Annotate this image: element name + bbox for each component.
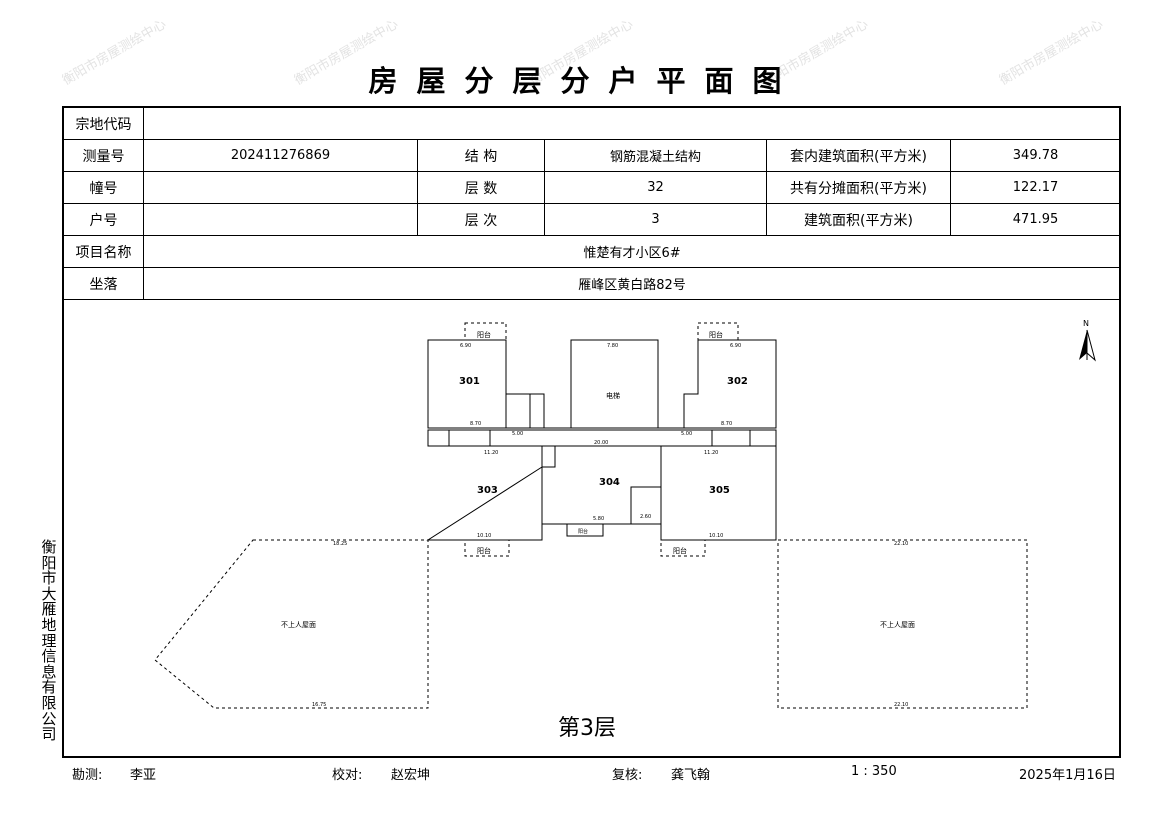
balcony-label: 阳台: [709, 330, 723, 339]
dim-label: 22.10: [894, 541, 908, 547]
company-vertical-text: 衡阳市大雁地理信息有限公司: [41, 538, 57, 744]
unit-304-label: 304: [599, 477, 620, 488]
dim-label: 7.80: [607, 343, 618, 349]
dim-label: 10.10: [477, 533, 491, 539]
dim-label: 22.10: [894, 702, 908, 708]
dim-label: 16.75: [312, 702, 326, 708]
unit-301-label: 301: [459, 376, 480, 387]
balcony-label: 阳台: [477, 546, 491, 555]
unit-302-label: 302: [727, 376, 748, 387]
date-text: 2025年1月16日: [1019, 768, 1116, 783]
location-label: 坐落: [63, 267, 144, 300]
reviewer-label: 复核:: [612, 768, 643, 783]
building-no-value: [143, 171, 418, 204]
dim-label: 8.70: [721, 421, 732, 427]
balcony-301: [464, 322, 507, 341]
survey-no-label: 测量号: [63, 139, 144, 172]
scale-text: 1 : 350: [851, 764, 897, 779]
unit-303-label: 303: [477, 485, 498, 496]
dim-label: 18.25: [333, 541, 347, 547]
dim-label: 8.70: [470, 421, 481, 427]
inner-area-value: 349.78: [949, 139, 1122, 172]
checker-name: 赵宏坤: [391, 768, 431, 783]
north-arrow-icon: [1079, 329, 1096, 362]
page-title: 房屋分层分户平面图: [368, 64, 801, 98]
dim-label: 6.90: [730, 343, 741, 349]
dim-label: 10.10: [709, 533, 723, 539]
dim-label: 5.00: [512, 431, 523, 437]
surveyor-label: 勘测:: [72, 768, 103, 783]
balcony-302: [697, 322, 739, 341]
balcony-304: [566, 523, 604, 537]
surveyor-name: 李亚: [130, 768, 157, 783]
terrace-right-label: 不上人屋面: [880, 620, 915, 629]
build-area-label: 建筑面积(平方米): [766, 203, 951, 236]
structure-label: 结 构: [417, 139, 545, 172]
balcony-label: 阳台: [477, 330, 491, 339]
project-label: 项目名称: [63, 235, 144, 268]
building-no-label: 幢号: [63, 171, 144, 204]
floors-value: 32: [544, 171, 767, 204]
unit-305-label: 305: [709, 485, 730, 496]
dim-label: 11.20: [484, 450, 498, 456]
terrace-left: [154, 539, 429, 709]
dim-label: 5.00: [681, 431, 692, 437]
balcony-label: 阳台: [578, 528, 588, 535]
shared-area-label: 共有分摊面积(平方米): [766, 171, 951, 204]
terrace-right: [777, 539, 1028, 709]
dim-label: 5.80: [593, 516, 604, 522]
unit-no-label: 户号: [63, 203, 144, 236]
location-value: 雁峰区黄白路82号: [142, 267, 1122, 300]
terrace-left-label: 不上人屋面: [281, 620, 316, 629]
build-area-value: 471.95: [949, 203, 1122, 236]
reviewer-name: 龚飞翰: [671, 768, 711, 783]
dim-label: 2.60: [640, 514, 651, 520]
checker-label: 校对:: [332, 768, 363, 783]
elevator-label: 电梯: [606, 391, 620, 400]
dim-label: 11.20: [704, 450, 718, 456]
info-table: 宗地代码 测量号 202411276869 结 构 钢筋混凝土结构 套内建筑面积…: [63, 107, 1122, 300]
dim-label: 20.00: [594, 440, 608, 446]
upper-block-outline: [427, 339, 777, 429]
floor-caption: 第3层: [558, 716, 616, 741]
shared-area-value: 122.17: [949, 171, 1122, 204]
balcony-label: 阳台: [673, 546, 687, 555]
north-label: N: [1083, 319, 1089, 328]
dim-label: 6.90: [460, 343, 471, 349]
inner-area-label: 套内建筑面积(平方米): [766, 139, 951, 172]
